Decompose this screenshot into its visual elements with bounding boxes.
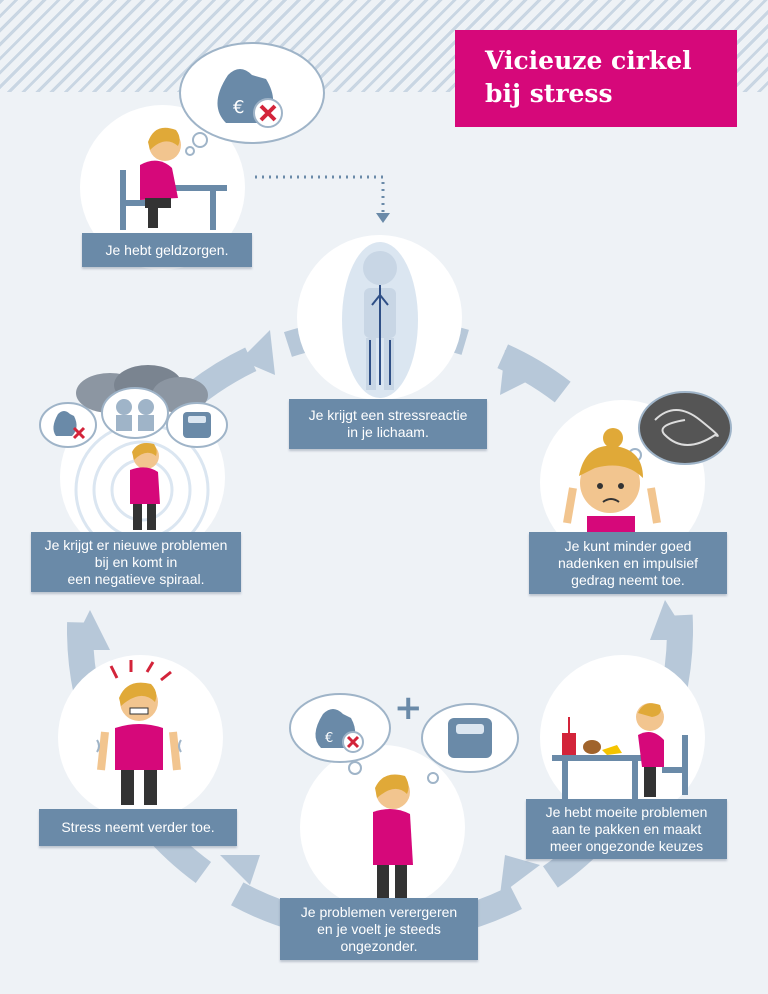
step5-line-1: Je problemen verergeren <box>300 903 458 920</box>
thought-bubble-money-icon: € <box>289 693 391 775</box>
step5-label: Je problemen verergeren en je voelt je s… <box>280 898 478 960</box>
step6-label: Stress neemt verder toe. <box>39 809 237 846</box>
dotted-connector <box>255 175 385 215</box>
person-eating-junkfood-icon <box>552 703 688 799</box>
step1-line-1: Je hebt geldzorgen. <box>105 241 229 258</box>
tangled-thoughts-bubble-icon <box>621 391 732 470</box>
thought-bubble-people-icon <box>101 387 169 439</box>
svg-text:€: € <box>233 97 244 118</box>
thought-bubble-scale-icon <box>421 703 519 784</box>
step3-line-3: gedrag neemt toe. <box>571 571 685 588</box>
step3-line-2: nadenken en impulsief <box>557 554 699 571</box>
connector-arrow-icon <box>376 213 390 223</box>
cycle-arrow-icon <box>650 600 690 640</box>
step2-line-2: in je lichaam. <box>347 424 429 440</box>
tense-person-icon <box>96 660 182 805</box>
step2-label: Je krijgt een stressreactie in je lichaa… <box>289 399 487 449</box>
cycle-arrow-icon <box>220 855 260 885</box>
step5-line-2: en je voelt je steeds <box>317 920 441 937</box>
step4-line-2: aan te pakken en maakt <box>551 820 702 837</box>
step4-label: Je hebt moeite problemen aan te pakken e… <box>526 799 727 859</box>
svg-text:€: € <box>325 731 333 746</box>
plus-sign: + <box>394 688 423 728</box>
title-box: Vicieuze cirkel bij stress <box>455 30 737 127</box>
thought-bubble-scale-icon <box>166 402 228 448</box>
step7-line-2: bij en komt in <box>94 553 178 570</box>
title-line-2: bij stress <box>485 79 613 108</box>
step7-label: Je krijgt er nieuwe problemen bij en kom… <box>31 532 241 592</box>
step7-line-1: Je krijgt er nieuwe problemen <box>44 536 228 553</box>
thought-bubble-money-icon <box>39 402 97 448</box>
step3-label: Je kunt minder goed nadenken en impulsie… <box>529 532 727 594</box>
thought-bubble-money-icon: € <box>179 42 325 156</box>
title-line-1: Vicieuze cirkel <box>485 46 692 75</box>
confused-person-icon <box>563 428 661 533</box>
step1-label: Je hebt geldzorgen. <box>82 233 252 267</box>
sad-person-icon <box>130 443 160 530</box>
step4-line-3: meer ongezonde keuzes <box>549 837 704 854</box>
step3-line-1: Je kunt minder goed <box>564 537 692 554</box>
step4-line-1: Je hebt moeite problemen <box>545 803 708 820</box>
cycle-arrow-icon <box>240 330 275 375</box>
cycle-arrow-icon <box>500 350 540 395</box>
step5-line-3: ongezonder. <box>340 937 418 954</box>
cycle-arrow-icon <box>500 855 540 895</box>
step6-line-1: Stress neemt verder toe. <box>61 819 215 835</box>
cycle-arrow-icon <box>70 610 110 650</box>
sad-person-icon <box>373 774 413 900</box>
step7-line-3: een negatieve spiraal. <box>67 570 205 587</box>
step2-line-1: Je krijgt een stressreactie <box>308 407 468 423</box>
person-at-desk-icon <box>120 127 227 230</box>
stressed-body-icon <box>342 242 418 398</box>
